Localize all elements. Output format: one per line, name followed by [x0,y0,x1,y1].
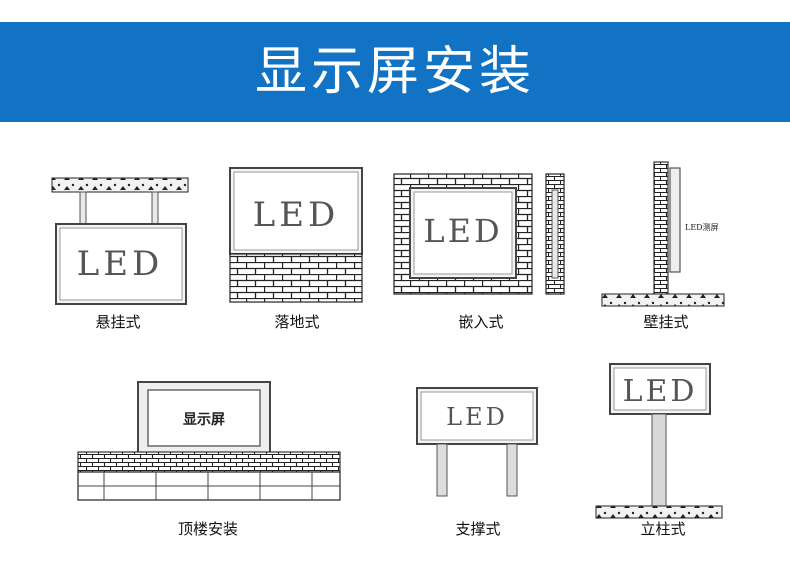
diagram-hanging: LED [48,172,193,307]
diagram-column: LED [594,360,724,520]
small-led-label: LED测屏 [685,223,719,232]
led-label: LED [623,374,698,409]
caption-hanging: 悬挂式 [95,313,141,331]
caption-supported: 支撑式 [455,520,501,538]
led-label: LED [446,403,508,431]
led-label: LED [77,244,164,284]
title-banner: 显示屏安装 [0,22,790,122]
diagram-floor-standing: LED [228,166,366,306]
caption-wall-mounted: 壁挂式 [643,313,689,331]
caption-floor-standing: 落地式 [274,313,320,331]
caption-column: 立柱式 [640,520,686,538]
caption-embedded: 嵌入式 [458,313,504,331]
diagram-supported: LED [415,386,539,498]
led-label: LED [253,195,340,235]
led-label: LED [423,212,502,250]
caption-rooftop: 顶楼安装 [177,520,238,538]
diagram-embedded: LED [392,172,572,298]
diagram-rooftop: 显示屏 [74,378,344,504]
diagram-wall-mounted: LED测屏 [600,160,728,308]
page-title: 显示屏安装 [254,42,535,102]
roof-screen-label: 显示屏 [183,412,225,428]
